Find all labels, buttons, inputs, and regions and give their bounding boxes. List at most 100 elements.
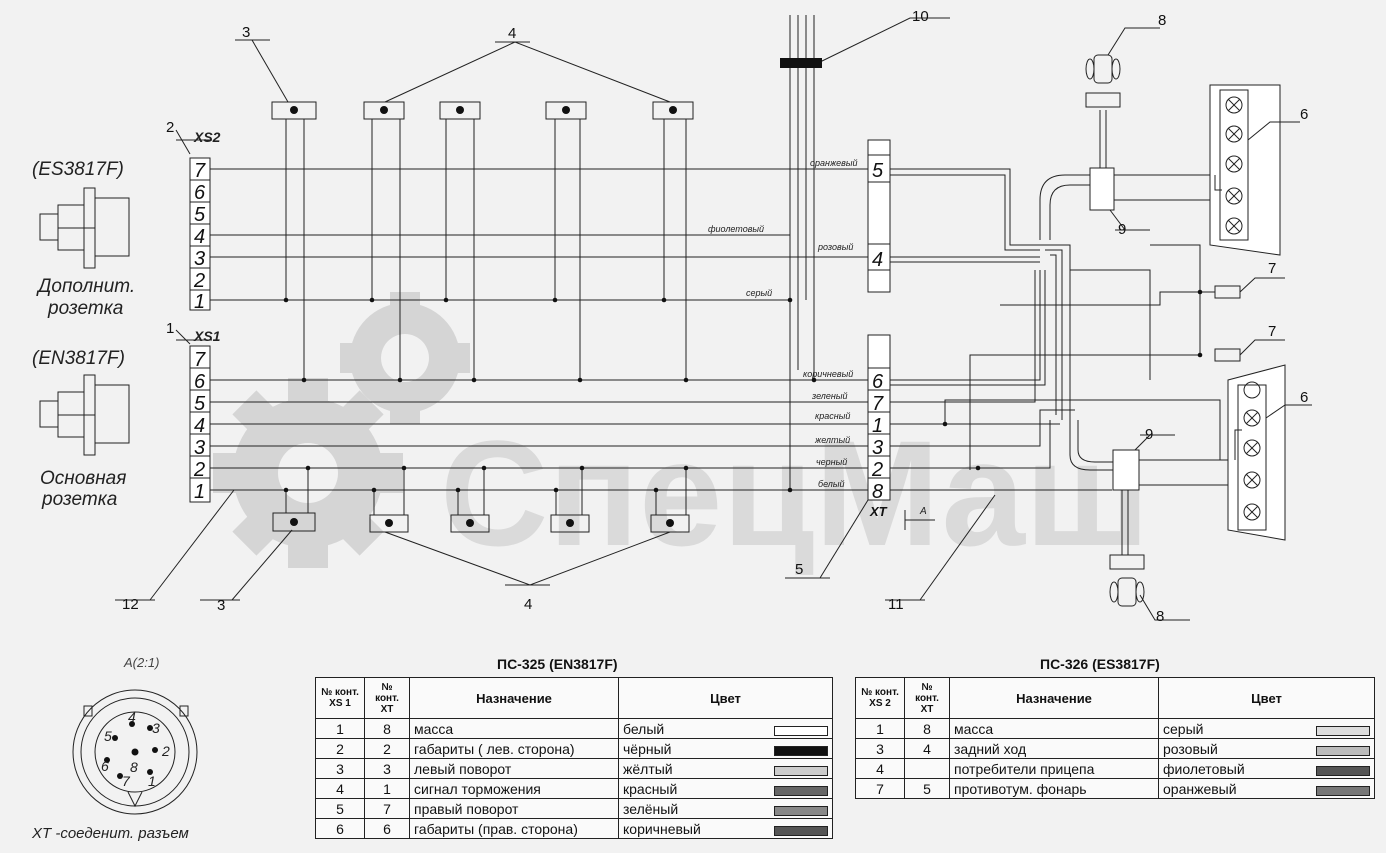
cell-xs: 6: [315, 818, 365, 839]
cell-xt: 6: [364, 818, 410, 839]
column-header: Назначение: [949, 677, 1159, 719]
color-swatch: [1316, 725, 1370, 736]
cell-purpose: противотум. фонарь: [949, 778, 1159, 799]
socket-icon: [39, 374, 130, 456]
detail-pin: 5: [104, 728, 112, 744]
xs1-model: (EN3817F): [32, 348, 125, 369]
color-swatch: [774, 785, 828, 796]
xs1-pin: 5: [194, 393, 206, 415]
cell-xt: 7: [364, 798, 410, 819]
table-ps325: № конт. XS 1 № конт. XT Назначение Цвет …: [315, 677, 833, 839]
detail-a: A(2:1) 4 3 5 2 8 6 7 1 XT -соеденит. раз…: [31, 655, 198, 842]
xs2-caption: Дополнит.: [36, 276, 135, 297]
xs1-caption: розетка: [41, 489, 117, 510]
table-row: 4 потребители прицепа фиолетовый: [855, 758, 1375, 779]
callout-10: 10: [912, 8, 929, 25]
table-ps326-title: ПС-326 (ES3817F): [1040, 656, 1160, 672]
detail-pin: 4: [128, 709, 136, 725]
column-header: № конт. XS 2: [855, 677, 905, 719]
color-name: красный: [623, 780, 678, 797]
xs2-pin: 4: [194, 226, 205, 248]
tail-light-icon: [1227, 364, 1286, 541]
cell-xt: 5: [904, 778, 950, 799]
column-header: Цвет: [1158, 677, 1375, 719]
cell-color: зелёный: [618, 798, 833, 819]
xs2-pin: 6: [194, 182, 206, 204]
xs1-caption: Основная: [40, 468, 126, 489]
cell-xs: 3: [315, 758, 365, 779]
xt-pin: 8: [872, 481, 883, 503]
color-name: серый: [1163, 720, 1204, 737]
xt-name: XT: [869, 504, 888, 519]
color-swatch: [1316, 765, 1370, 776]
table-ps326: № конт. XS 2 № конт. XT Назначение Цвет …: [855, 677, 1375, 799]
color-swatch: [774, 765, 828, 776]
callout-9: 9: [1118, 221, 1126, 238]
callout-2: 2: [166, 119, 174, 136]
cell-xs: 7: [855, 778, 905, 799]
cell-xs: 1: [315, 718, 365, 739]
table-ps325-title: ПС-325 (EN3817F): [497, 656, 618, 672]
color-name: оранжевый: [1163, 780, 1237, 797]
cell-purpose: левый поворот: [409, 758, 619, 779]
xs1-pin: 6: [194, 371, 206, 393]
wire-label: оранжевый: [810, 158, 858, 168]
cell-purpose: габариты (прав. сторона): [409, 818, 619, 839]
cell-xt: 4: [904, 738, 950, 759]
cell-xs: 2: [315, 738, 365, 759]
color-swatch: [1316, 785, 1370, 796]
color-swatch: [774, 825, 828, 836]
xs2-pin: 1: [194, 291, 205, 313]
cell-xt: 1: [364, 778, 410, 799]
cell-xs: 3: [855, 738, 905, 759]
color-name: жёлтый: [623, 760, 673, 777]
column-header: Назначение: [409, 677, 619, 719]
xs1-pin: 2: [193, 459, 205, 481]
watermark: СпецМаш: [213, 292, 1150, 577]
cell-xt: [904, 758, 950, 779]
cell-purpose: габариты ( лев. сторона): [409, 738, 619, 759]
watermark-text: СпецМаш: [440, 409, 1150, 577]
wire-label: черный: [816, 457, 847, 467]
view-marker: A: [919, 506, 927, 517]
detail-pin: 6: [101, 758, 109, 774]
wire-label: фиолетовый: [708, 224, 764, 234]
xt-pin-labels: 5 4 6 7 1 3 2 8 XT: [869, 160, 888, 519]
xs2-name: XS2: [193, 129, 221, 145]
cell-purpose: задний ход: [949, 738, 1159, 759]
color-name: белый: [623, 720, 665, 737]
cell-xt: 8: [364, 718, 410, 739]
xs1-pin: 7: [194, 349, 206, 371]
tail-light-icon: [1209, 84, 1281, 256]
column-header: № конт. XT: [364, 677, 410, 719]
junctions: [283, 58, 1203, 527]
cell-purpose: масса: [409, 718, 619, 739]
wire-label: зеленый: [811, 391, 847, 401]
callout-3: 3: [217, 597, 225, 614]
xt-pin: 4: [872, 249, 883, 271]
lamp-icon: [1085, 54, 1121, 108]
xt-pin: 3: [872, 437, 883, 459]
cell-xs: 4: [855, 758, 905, 779]
detail-title: A(2:1): [123, 655, 159, 670]
callout-7: 7: [1268, 260, 1276, 277]
detail-caption: XT -соеденит. разъем: [31, 825, 189, 842]
xs2-caption: розетка: [47, 298, 123, 319]
callout-11: 11: [888, 596, 904, 613]
color-name: розовый: [1163, 740, 1218, 757]
wire-label: белый: [818, 479, 844, 489]
cell-xt: 8: [904, 718, 950, 739]
wire-label: красный: [815, 411, 850, 421]
wire-label: желтый: [814, 435, 850, 445]
xs1-name: XS1: [193, 328, 221, 344]
callout-12: 12: [122, 596, 139, 613]
cell-color: чёрный: [618, 738, 833, 759]
